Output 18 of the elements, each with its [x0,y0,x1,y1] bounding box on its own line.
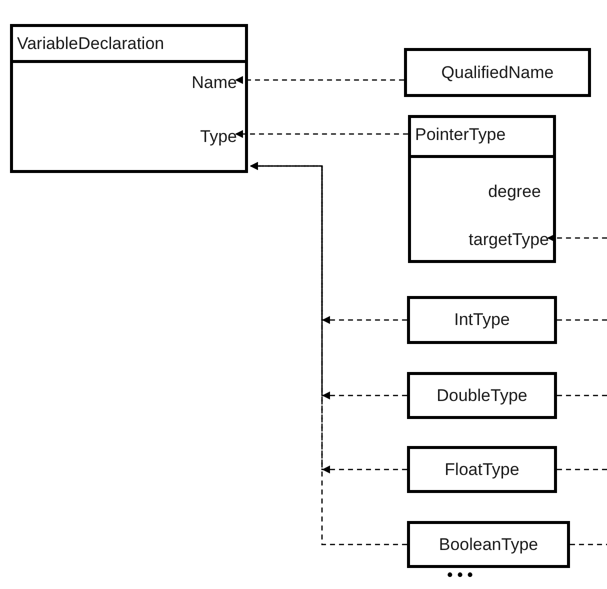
dashed-arrow [235,130,408,138]
field-label: Name [133,71,237,95]
class-box: IntType [407,296,557,344]
class-box: DoubleType [407,372,557,419]
dashed-arrow [250,162,407,546]
class-name: VariableDeclaration [17,33,164,55]
field-label: Type [133,125,237,149]
dashed-arrow [547,234,607,242]
class-box [408,115,556,263]
class-box: BooleanType [407,521,570,568]
ellipsis: • • • [446,566,474,586]
field-label: degree [488,181,541,203]
field-label: targetType [421,228,549,254]
dashed-arrow [235,76,404,84]
class-box [10,24,248,173]
class-box: QualifiedName [404,48,591,97]
class-box: FloatType [407,446,557,493]
class-name: PointerType [415,124,506,146]
